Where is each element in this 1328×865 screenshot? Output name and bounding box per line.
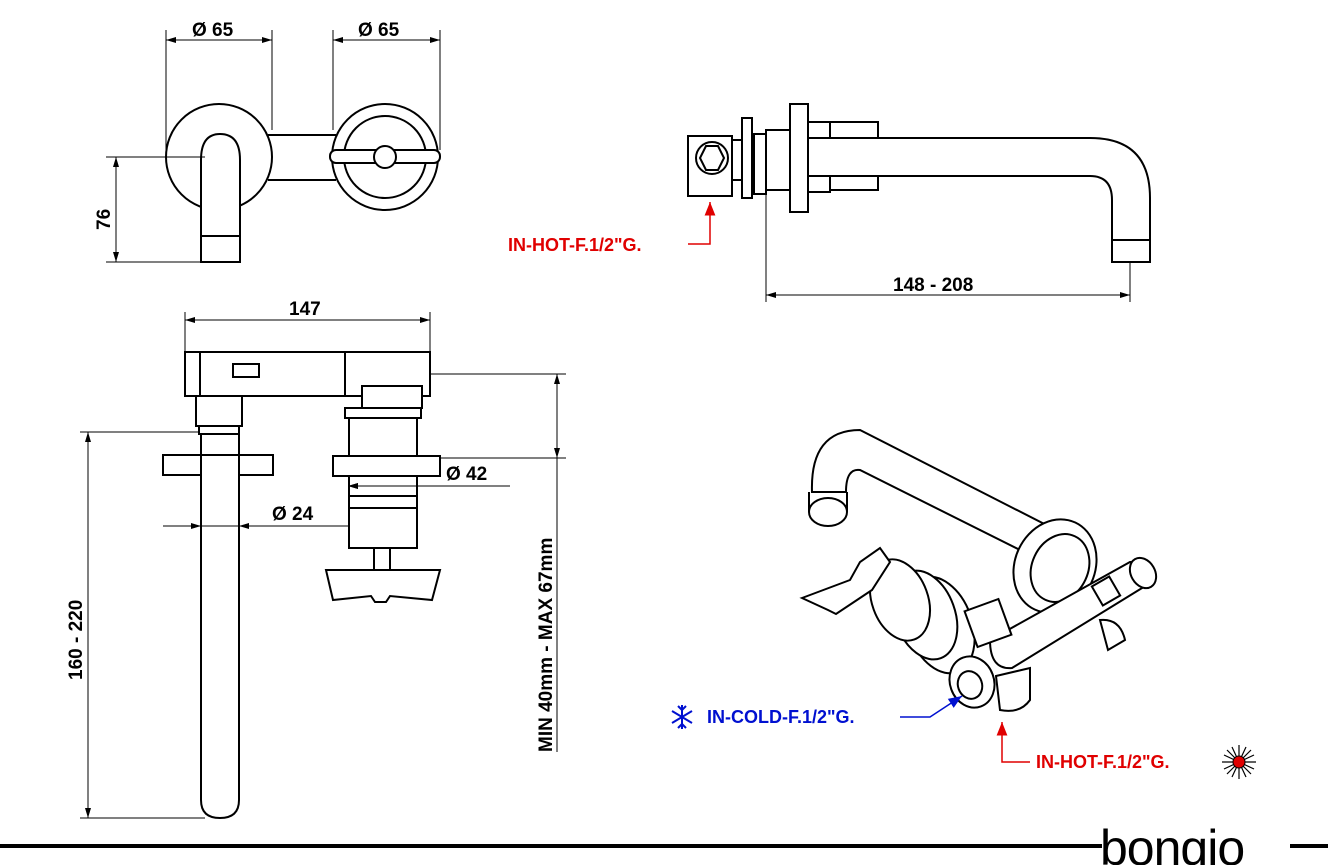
snowflake-icon — [671, 705, 693, 729]
dim-wall-depth: MIN 40mm - MAX 67mm — [536, 538, 557, 752]
footer: bongio — [0, 820, 1328, 865]
dim-front-right-diameter: Ø 65 — [358, 20, 400, 41]
label-side-hot-inlet: IN-HOT-F.1/2"G. — [508, 235, 642, 255]
sun-burst-icon — [1222, 745, 1256, 779]
label-iso-hot-inlet: IN-HOT-F.1/2"G. — [1036, 752, 1170, 772]
dim-side-reach: 148 - 208 — [893, 275, 973, 296]
dim-top-width: 147 — [289, 299, 321, 320]
label-iso-cold-inlet: IN-COLD-F.1/2"G. — [707, 707, 855, 727]
dim-handle-diameter: Ø 42 — [446, 464, 487, 485]
front-view: Ø 65 Ø 65 76 — [94, 20, 441, 263]
isometric-view: IN-COLD-F.1/2"G. IN-HOT-F.1/2"G. — [671, 428, 1256, 779]
dim-front-left-diameter: Ø 65 — [192, 20, 234, 41]
side-view: 148 - 208 IN-HOT-F.1/2"G. — [508, 103, 1151, 302]
top-view: 147 Ø 42 Ø 24 160 - 22 — [66, 299, 566, 820]
dim-spout-diameter: Ø 24 — [272, 504, 314, 525]
dim-spout-length: 160 - 220 — [66, 600, 87, 680]
brand-logo: bongio — [1100, 820, 1244, 865]
dim-front-height: 76 — [94, 209, 115, 230]
